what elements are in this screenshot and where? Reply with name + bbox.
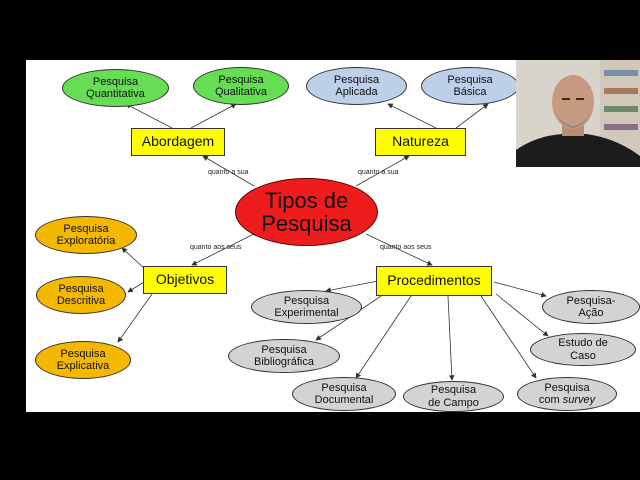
presenter-figure (516, 60, 640, 167)
edge-proc-campo (448, 296, 452, 380)
edge-objetivos-exploratoria (122, 248, 144, 268)
edge-abordagem-qualitativa (191, 104, 236, 128)
edge-proc-survey (481, 296, 536, 378)
edge-label-procedimentos: quanto aos seus (380, 244, 431, 251)
edge-natureza-basica (456, 104, 488, 128)
edge-label-objetivos: quanto aos seus (190, 244, 241, 251)
edge-proc-documental (356, 296, 411, 378)
category-natureza: Natureza (375, 128, 466, 156)
edge-label-natureza: quanto a sua (358, 169, 398, 176)
webcam-overlay (516, 60, 640, 167)
edge-objetivos-descritiva (128, 282, 144, 292)
edge-proc-experimental (326, 281, 378, 291)
edge-natureza-aplicada (388, 104, 436, 128)
edge-abordagem-quantitativa (126, 104, 172, 128)
category-objetivos: Objetivos (143, 266, 227, 294)
edge-label-abordagem: quanto a sua (208, 169, 248, 176)
edge-proc-pesquisa-acao (494, 282, 546, 296)
node-pesquisa-acao: Pesquisa-Ação (542, 290, 640, 324)
category-abordagem: Abordagem (131, 128, 225, 156)
category-procedimentos: Procedimentos (376, 266, 492, 296)
